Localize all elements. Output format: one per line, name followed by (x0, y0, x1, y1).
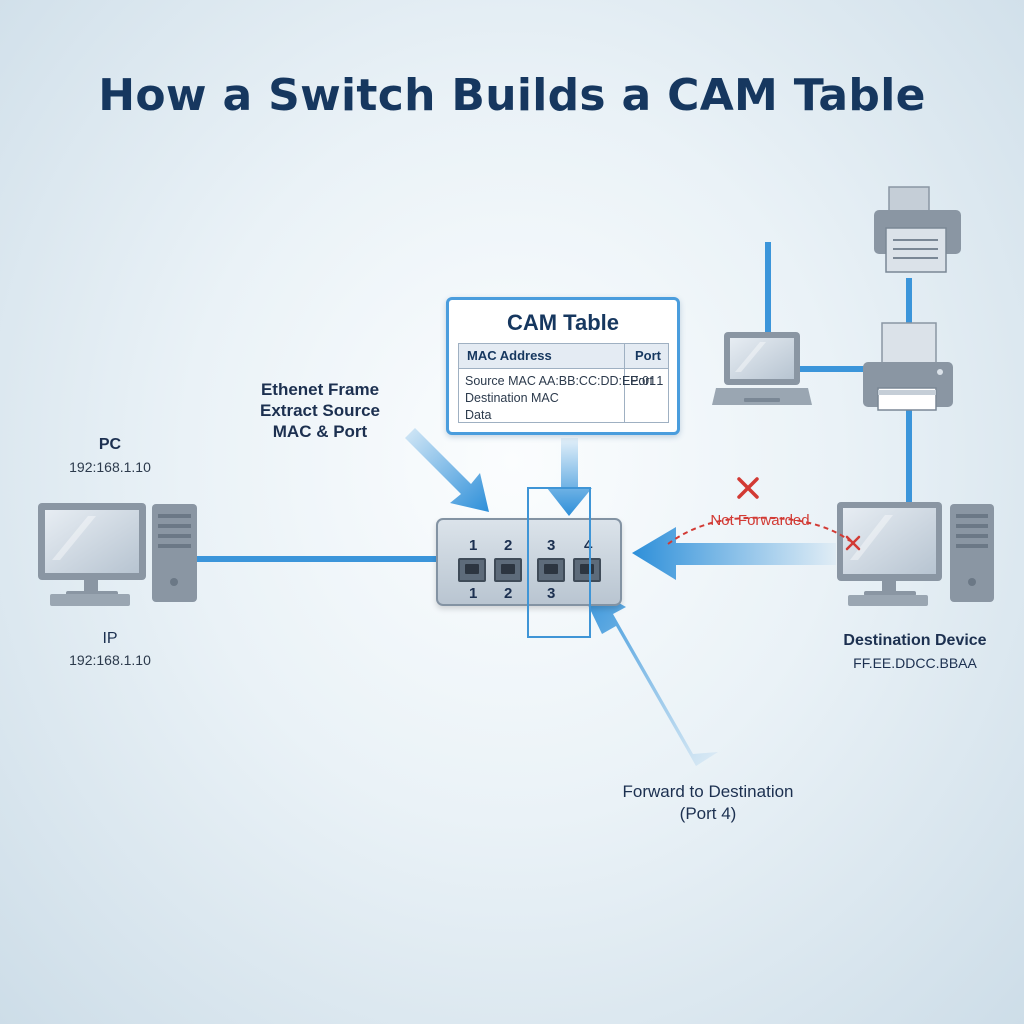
forward-to-destination-note: Forward to Destination (Port 4) (580, 781, 836, 825)
forward-note-line-1: Forward to Destination (622, 782, 794, 801)
cam-table-grid: MAC Address Port Source MAC AA:BB:CC:DD:… (458, 343, 669, 423)
pc-ip-top: 192:168.1.10 (69, 459, 151, 475)
cam-header-mac: MAC Address (467, 348, 552, 363)
cam-row-destination-mac: Destination MAC (465, 391, 559, 405)
blocked-x-icon (737, 477, 759, 499)
pc-ip-bottom: 192:168.1.10 (69, 652, 151, 668)
ethernet-port-4[interactable] (573, 558, 601, 582)
cam-row-source-port: Port 1 (630, 374, 664, 388)
cam-table-to-switch-arrow (547, 438, 592, 516)
port-number-3-bottom: 3 (547, 585, 556, 602)
laptop-icon (712, 332, 812, 405)
ethernet-port-1[interactable] (458, 558, 486, 582)
small-x-icon (845, 535, 861, 551)
port-number-2-top: 2 (504, 537, 513, 554)
pc-label: PC (98, 436, 122, 453)
cam-table-column-divider (624, 344, 625, 422)
ethernet-frame-arrow (402, 428, 489, 512)
ethernet-note-line-1: Ethenet Frame (260, 380, 380, 399)
destination-incoming-arrow (632, 527, 836, 580)
cam-header-port: Port (635, 348, 661, 363)
not-forwarded-marks (667, 477, 861, 551)
cam-table-card: CAM Table MAC Address Port Source MAC AA… (446, 297, 680, 435)
not-forwarded-dashed-path (667, 516, 851, 545)
destination-device-icon (837, 502, 994, 606)
pc-icon (38, 503, 197, 606)
port-number-3-top: 3 (547, 537, 556, 554)
ethernet-note-line-2: Extract Source (260, 401, 380, 420)
printer-icon-top (874, 186, 961, 273)
cam-row-source-mac: Source MAC AA:BB:CC:DD:EE:01 (465, 374, 657, 388)
ethernet-port-3[interactable] (537, 558, 565, 582)
not-forwarded-label: Not Forwarded (710, 512, 810, 529)
destination-device-mac: FF.EE.DDCC.BBAA (853, 655, 977, 671)
printer-icon-middle (863, 322, 953, 411)
destination-device-label: Destination Device (843, 632, 987, 649)
forward-to-destination-arrow (575, 578, 718, 766)
cam-row-data: Data (465, 408, 492, 422)
ethernet-port-2[interactable] (494, 558, 522, 582)
page-title: How a Switch Builds a CAM Table (98, 70, 926, 121)
port-number-4-top: 4 (584, 537, 593, 554)
pc-ip-label: IP (102, 630, 118, 647)
network-switch: 1 2 3 4 1 2 3 (436, 518, 622, 606)
cam-table-header-row (459, 344, 668, 369)
forward-note-line-2: (Port 4) (679, 804, 737, 823)
ethernet-note-line-3: MAC & Port (272, 422, 368, 441)
port-number-1-top: 1 (469, 537, 478, 554)
port-highlight-frame (527, 487, 591, 638)
cam-table-title: CAM Table (506, 310, 620, 335)
ethernet-frame-note: Ethenet Frame Extract Source MAC & Port (230, 379, 410, 442)
port-number-2-bottom: 2 (504, 585, 513, 602)
port-number-1-bottom: 1 (469, 585, 478, 602)
